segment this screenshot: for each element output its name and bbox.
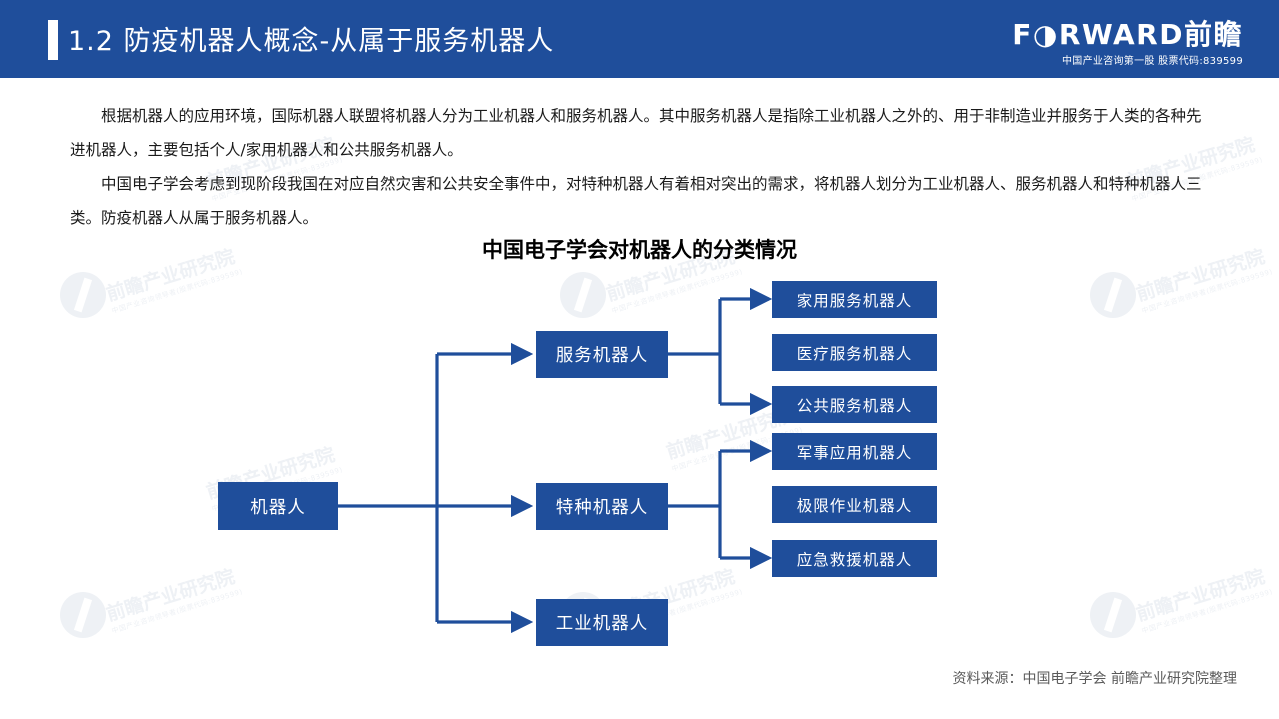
diagram-node-military-robot[interactable]: 军事应用机器人 <box>772 433 937 470</box>
brand-logo: F◑RWARD前瞻 中国产业咨询第一股 股票代码:839599 <box>1012 18 1243 68</box>
diagram-node-medical-service-robot[interactable]: 医疗服务机器人 <box>772 334 937 371</box>
intro-paragraph-2: 中国电子学会考虑到现阶段我国在对应自然灾害和公共安全事件中，对特种机器人有着相对… <box>70 175 1202 227</box>
diagram-node-emergency-rescue-robot[interactable]: 应急救援机器人 <box>772 540 937 577</box>
header-accent-bar <box>48 20 58 60</box>
diagram-node-special-robot[interactable]: 特种机器人 <box>536 483 668 530</box>
page-title: 1.2 防疫机器人概念-从属于服务机器人 <box>68 26 555 57</box>
intro-paragraph-1: 根据机器人的应用环境，国际机器人联盟将机器人分为工业机器人和服务机器人。其中服务… <box>70 107 1202 159</box>
source-note: 资料来源：中国电子学会 前瞻产业研究院整理 <box>952 671 1237 687</box>
diagram-node-service-robot[interactable]: 服务机器人 <box>536 331 668 378</box>
diagram-node-root[interactable]: 机器人 <box>218 482 338 530</box>
diagram-node-public-service-robot[interactable]: 公共服务机器人 <box>772 386 937 423</box>
logo-wordmark: F◑RWARD前瞻 <box>1012 18 1243 51</box>
diagram-node-extreme-operation-robot[interactable]: 极限作业机器人 <box>772 486 937 523</box>
logo-tagline: 中国产业咨询第一股 股票代码:839599 <box>1061 56 1243 68</box>
chart-title: 中国电子学会对机器人的分类情况 <box>482 238 797 262</box>
diagram-node-home-service-robot[interactable]: 家用服务机器人 <box>772 281 937 318</box>
diagram-node-industrial-robot[interactable]: 工业机器人 <box>536 599 668 646</box>
page-header: 1.2 防疫机器人概念-从属于服务机器人 F◑RWARD前瞻 中国产业咨询第一股… <box>0 0 1279 78</box>
